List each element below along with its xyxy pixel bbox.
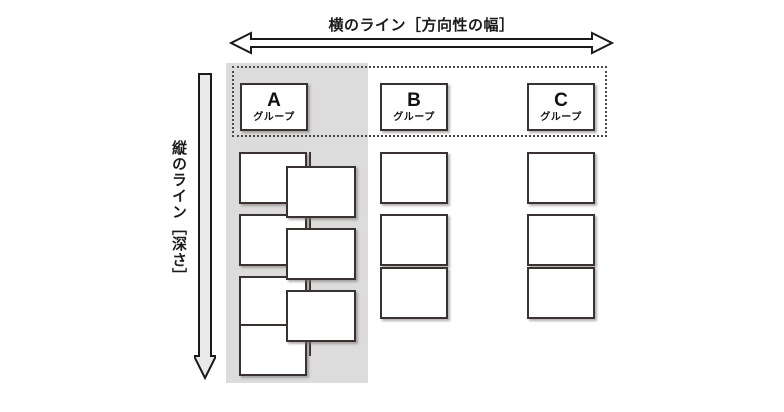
horizontal-axis-label: 横のライン［方向性の幅］ (328, 17, 515, 34)
vertical-down-arrow-icon (194, 73, 216, 381)
node-a-branch-3[interactable] (286, 290, 356, 342)
node-b-primary-1[interactable] (380, 152, 448, 204)
group-header-a-sub: グループ (253, 112, 295, 123)
horizontal-double-arrow-icon (229, 31, 614, 55)
node-c-primary-1[interactable] (527, 152, 595, 204)
vertical-axis-label: 縦のライン［深さ］ (170, 140, 187, 284)
group-header-c[interactable]: C グループ (527, 83, 595, 131)
node-c-primary-2[interactable] (527, 214, 595, 266)
node-a-primary-4[interactable] (239, 324, 307, 376)
group-header-b[interactable]: B グループ (380, 83, 448, 131)
node-b-primary-2[interactable] (380, 214, 448, 266)
group-header-a-letter: A (267, 90, 281, 111)
group-header-band (232, 66, 607, 137)
node-b-primary-3[interactable] (380, 267, 448, 319)
group-header-c-letter: C (554, 90, 568, 111)
node-c-primary-3[interactable] (527, 267, 595, 319)
group-header-b-sub: グループ (393, 112, 435, 123)
group-header-b-letter: B (407, 90, 421, 111)
node-a-branch-1[interactable] (286, 166, 356, 218)
group-header-c-sub: グループ (540, 112, 582, 123)
node-a-branch-2[interactable] (286, 228, 356, 280)
group-header-a[interactable]: A グループ (240, 83, 308, 131)
